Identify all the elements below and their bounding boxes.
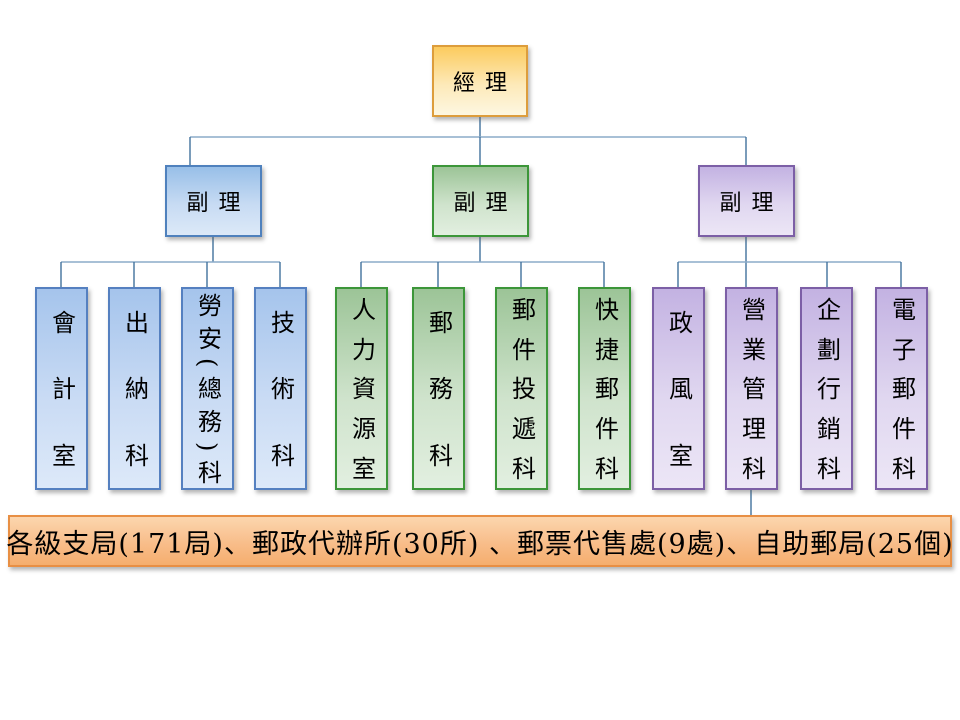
dept-label: 出納科 <box>120 310 149 467</box>
dept-box-accounting: 會計室 <box>35 287 88 490</box>
dept-box-technology: 技術科 <box>254 287 307 490</box>
branch-offices-banner: 各級支局(171局)、郵政代辦所(30所) 、郵票代售處(9處)、自助郵局(25… <box>6 515 954 567</box>
deputy-manager-box-2: 副理 <box>432 165 529 237</box>
manager-box: 經理 <box>432 45 528 117</box>
dept-label: 政風室 <box>664 310 693 467</box>
dept-box-ethics: 政風室 <box>652 287 705 490</box>
manager-label: 經理 <box>452 71 517 96</box>
dept-label: 會計室 <box>47 310 76 467</box>
dept-label: 技術科 <box>266 310 295 467</box>
dept-box-business-management: 營業管理科 <box>725 287 778 490</box>
dept-label: 營業管理科 <box>737 296 766 481</box>
dept-label: 電子郵件科 <box>887 296 916 481</box>
dept-box-mail-delivery: 郵件投遞科 <box>495 287 548 490</box>
dept-label: 快捷郵件科 <box>590 296 619 481</box>
branch-offices-banner-text: 各級支局(171局)、郵政代辦所(30所) 、郵票代售處(9處)、自助郵局(25… <box>6 528 954 560</box>
dept-label: 勞安(總務)科 <box>193 293 222 484</box>
deputy-manager-box-3: 副理 <box>698 165 795 237</box>
dept-box-electronic-mail: 電子郵件科 <box>875 287 928 490</box>
dept-box-cashier: 出納科 <box>108 287 161 490</box>
deputy-manager-label: 副理 <box>453 191 518 216</box>
deputy-manager-box-1: 副理 <box>165 165 262 237</box>
dept-box-postal-affairs: 郵務科 <box>412 287 465 490</box>
dept-box-labor-safety-general-affairs: 勞安(總務)科 <box>181 287 234 490</box>
dept-label: 人力資源室 <box>347 296 376 481</box>
dept-box-human-resources: 人力資源室 <box>335 287 388 490</box>
dept-box-express-mail: 快捷郵件科 <box>578 287 631 490</box>
dept-label: 企劃行銷科 <box>812 296 841 481</box>
dept-box-planning-marketing: 企劃行銷科 <box>800 287 853 490</box>
dept-label: 郵件投遞科 <box>507 296 536 481</box>
deputy-manager-label: 副理 <box>719 191 784 216</box>
deputy-manager-label: 副理 <box>186 191 251 216</box>
dept-label: 郵務科 <box>424 310 453 467</box>
